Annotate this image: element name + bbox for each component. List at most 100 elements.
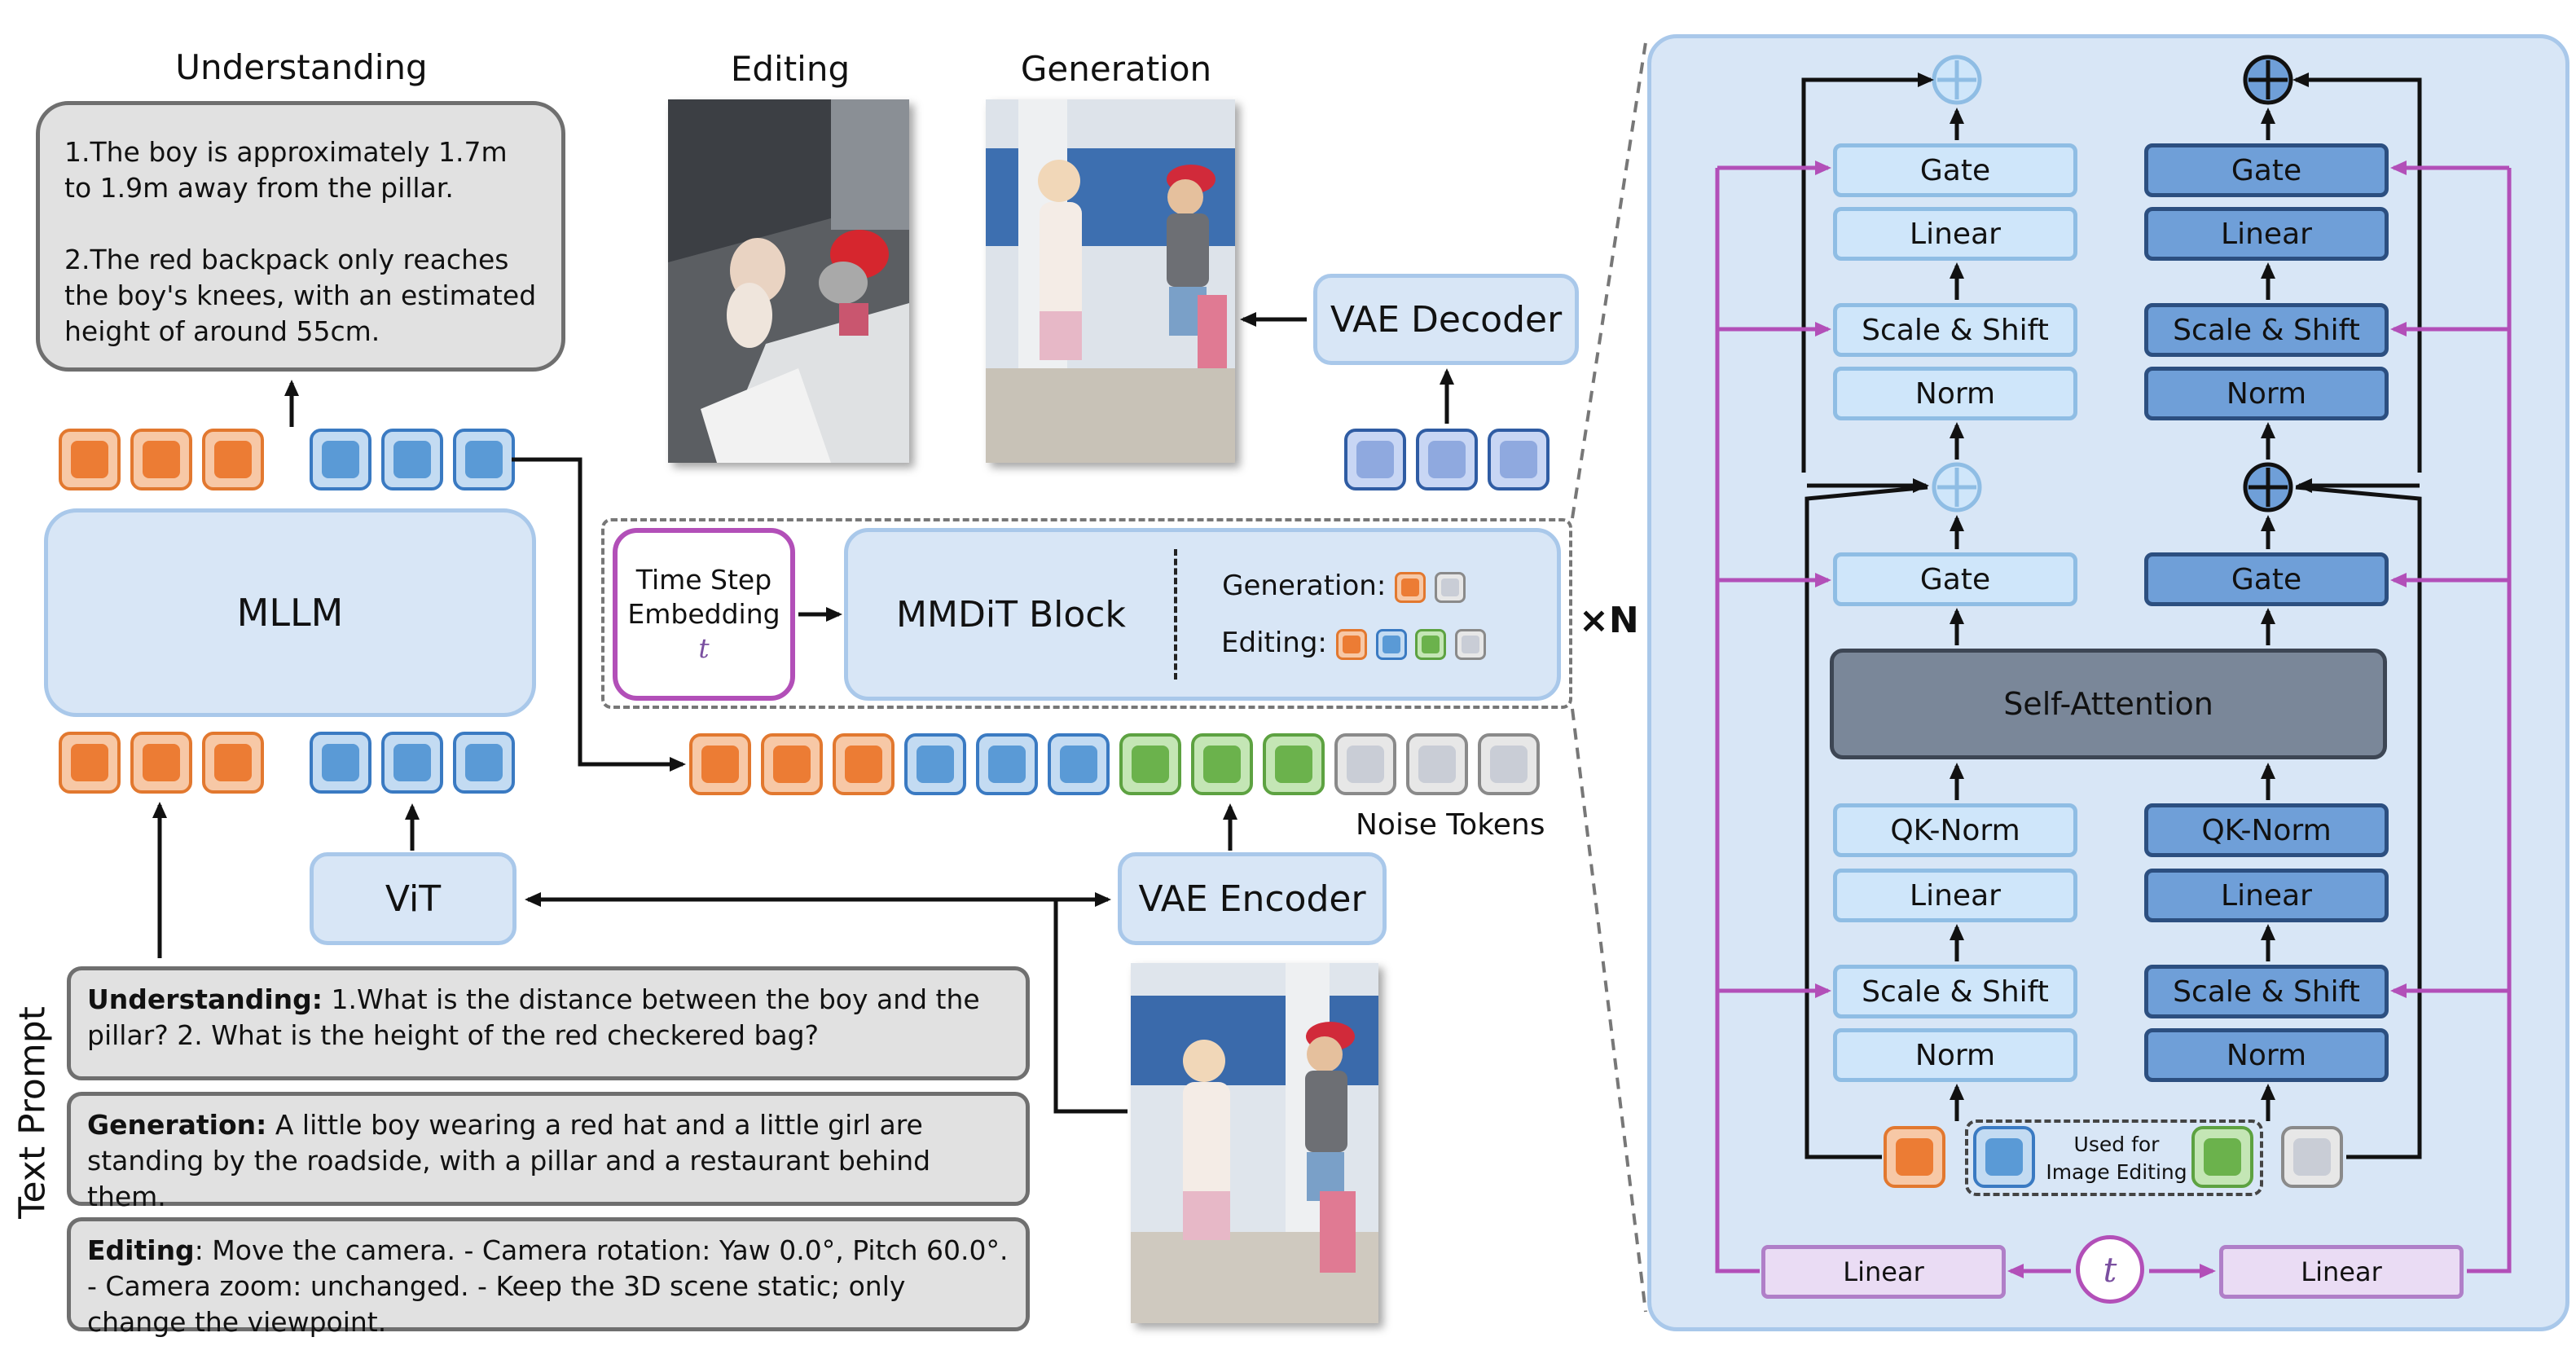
norm-image-top: Norm [2144, 367, 2389, 420]
token-noise [1455, 628, 1487, 660]
prompt-editing: Editing: Move the camera. - Camera rotat… [67, 1217, 1030, 1338]
editing-title: Editing [730, 49, 851, 89]
image-editing-group [1965, 1119, 2263, 1196]
self-attention-box: Self-Attention [1830, 649, 2387, 759]
mmdit-divider [1174, 549, 1177, 680]
time-step-line-2: Embedding [627, 598, 780, 630]
prompt-editing-text: : Move the camera. - Camera rotation: Ya… [87, 1234, 1009, 1338]
mllm-box: MLLM [44, 508, 536, 717]
answer-line-1: 1.The boy is approximately 1.7m to 1.9m … [64, 136, 508, 204]
token-vit [904, 733, 966, 795]
token-text [202, 429, 264, 490]
token-noise [1434, 571, 1466, 603]
prompt-generation: Generation: A little boy wearing a red h… [67, 1092, 1030, 1212]
token-vit [976, 733, 1038, 795]
output-text-tokens [59, 429, 264, 490]
time-linear-right: Linear [2219, 1245, 2464, 1299]
time-step-line-1: Time Step [635, 564, 772, 596]
prompt-understanding: Understanding: 1.What is the distance be… [67, 966, 1030, 1080]
mmdit-detail-panel [1647, 34, 2569, 1331]
output-image-tokens [310, 429, 515, 490]
token-text [833, 733, 895, 795]
understanding-answer-box: 1.The boy is approximately 1.7m to 1.9m … [36, 101, 565, 372]
generation-title: Generation [1020, 49, 1212, 89]
linear-text-top: Linear [1833, 207, 2077, 261]
input-text-tokens [59, 732, 264, 794]
token-text [59, 429, 121, 490]
gate-text-mid: Gate [1833, 552, 2077, 606]
token-vit [381, 732, 443, 794]
sequence-tokens [689, 733, 1540, 795]
used-for-image-editing-label: Used for Image Editing [2037, 1131, 2196, 1186]
token-noise [2281, 1126, 2343, 1188]
norm-text-bottom: Norm [1833, 1028, 2077, 1082]
noise-tokens-label: Noise Tokens [1356, 808, 1545, 842]
token-text [1335, 628, 1367, 660]
token-vit [1048, 733, 1110, 795]
prompt-generation-label: Generation: [87, 1109, 267, 1141]
input-image [1131, 963, 1378, 1323]
token-text [130, 429, 192, 490]
token-vit [310, 429, 371, 490]
token-latent [1416, 429, 1478, 490]
token-text [59, 732, 121, 794]
answer-line-2: 2.The red backpack only reaches the boy'… [64, 244, 537, 347]
token-text [202, 732, 264, 794]
mmdit-legend: Generation: Editing: [1177, 557, 1487, 671]
token-vae [1191, 733, 1253, 795]
scale-shift-text-bottom: Scale & Shift [1833, 965, 2077, 1018]
mmdit-block-box: MMDiT Block Generation: Editing: [844, 528, 1561, 701]
token-noise [1478, 733, 1540, 795]
token-vae [2191, 1126, 2253, 1188]
image-editing-line: Image Editing [2046, 1160, 2187, 1184]
token-text [1395, 571, 1426, 603]
generated-image [986, 99, 1235, 463]
token-vae [1263, 733, 1325, 795]
decoder-input-tokens [1344, 429, 1550, 490]
input-image-tokens [310, 732, 515, 794]
token-vit [453, 429, 515, 490]
token-noise [1334, 733, 1396, 795]
token-text [130, 732, 192, 794]
timestep-t-circle: t [2076, 1235, 2144, 1304]
token-noise [1406, 733, 1468, 795]
prompt-generation-text: A little boy wearing a red hat and a lit… [87, 1109, 931, 1212]
scale-shift-image-top: Scale & Shift [2144, 303, 2389, 357]
vit-box: ViT [310, 852, 517, 945]
norm-text-top: Norm [1833, 367, 2077, 420]
understanding-title: Understanding [175, 47, 428, 87]
scale-shift-image-bottom: Scale & Shift [2144, 965, 2389, 1018]
edited-image [668, 99, 909, 463]
legend-generation: Generation: [1202, 557, 1486, 614]
token-vit [381, 429, 443, 490]
vae-encoder-box: VAE Encoder [1118, 852, 1387, 945]
prompt-editing-label: Editing [87, 1234, 195, 1266]
linear-image-bottom: Linear [2144, 869, 2389, 922]
token-vae [1119, 733, 1181, 795]
used-for-line: Used for [2073, 1133, 2160, 1156]
token-text [1884, 1126, 1945, 1188]
mmdit-region [601, 518, 1572, 709]
token-latent [1488, 429, 1550, 490]
prompt-understanding-text: 1.What is the distance between the boy a… [87, 983, 980, 1051]
qk-norm-image: QK-Norm [2144, 803, 2389, 857]
token-latent [1344, 429, 1406, 490]
mmdit-block-label: MMDiT Block [896, 593, 1126, 636]
linear-image-top: Linear [2144, 207, 2389, 261]
token-text [689, 733, 751, 795]
qk-norm-text: QK-Norm [1833, 803, 2077, 857]
scale-shift-text-top: Scale & Shift [1833, 303, 2077, 357]
gate-text-top: Gate [1833, 143, 2077, 197]
token-vit [1973, 1126, 2035, 1188]
vae-decoder-box: VAE Decoder [1313, 274, 1579, 365]
time-step-symbol: t [698, 632, 710, 664]
legend-editing-label: Editing: [1221, 627, 1327, 659]
time-step-embedding-box: Time Step Embedding t [613, 528, 795, 701]
repeat-n-label: ×N [1579, 600, 1639, 641]
gate-image-top: Gate [2144, 143, 2389, 197]
gate-image-mid: Gate [2144, 552, 2389, 606]
token-vae [1415, 628, 1447, 660]
linear-text-bottom: Linear [1833, 869, 2077, 922]
token-text [761, 733, 823, 795]
